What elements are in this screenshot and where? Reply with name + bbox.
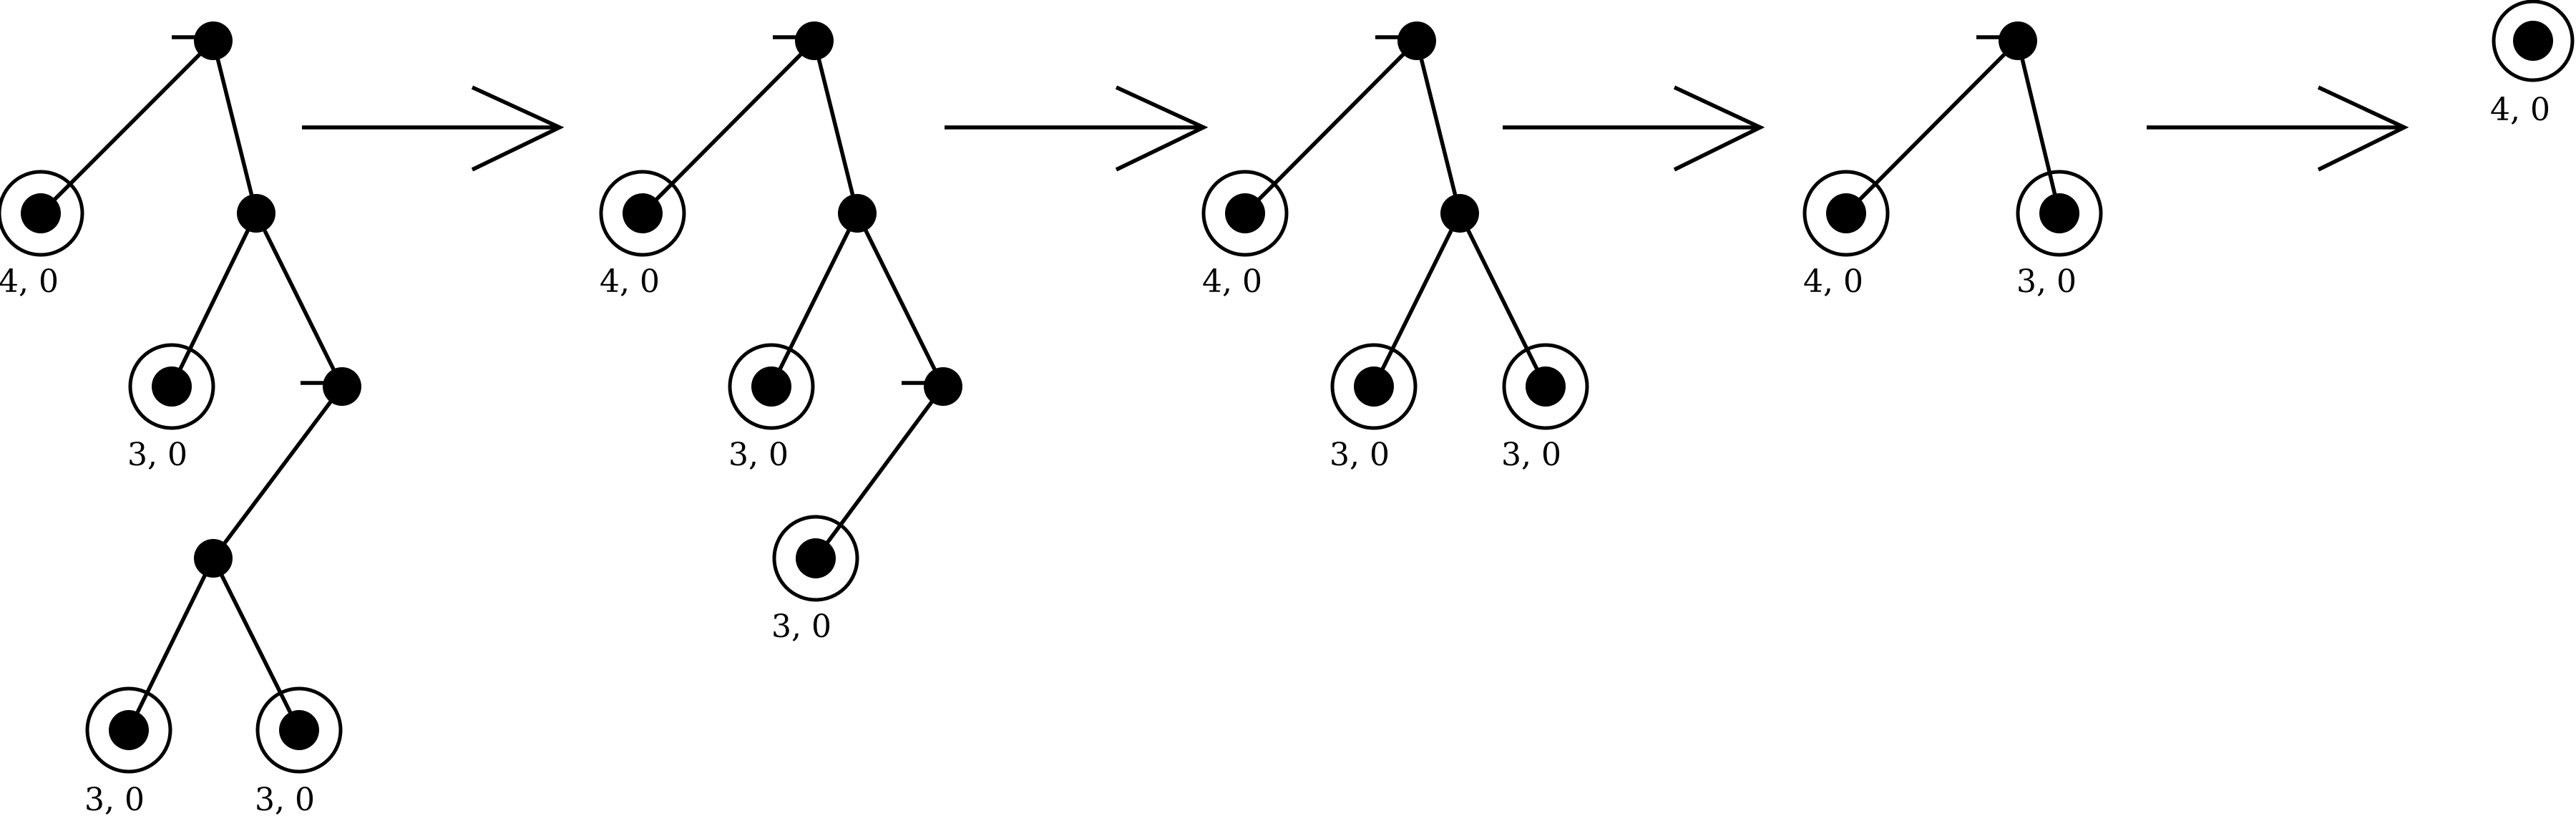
internal-node [323, 367, 361, 406]
payoff-label: 4, 0 [2490, 92, 2550, 128]
edge [855, 211, 945, 389]
payoff-label: 3, 0 [771, 608, 831, 645]
terminal-node [1225, 193, 1265, 233]
edge [1458, 211, 1548, 389]
terminal-node [152, 366, 192, 407]
terminal-node [1354, 366, 1394, 407]
terminal-ring [1802, 170, 1890, 257]
payoff-label: 3, 0 [84, 782, 145, 816]
payoff-label: 4, 0 [0, 263, 59, 300]
internal-node [194, 539, 233, 578]
payoff-label: 3, 0 [255, 782, 315, 816]
edge [127, 556, 215, 732]
edge [1243, 39, 1419, 215]
tree-1: 4, 0 3, 0 3, 0 3, 0 [0, 21, 361, 816]
terminal-ring [772, 515, 859, 602]
internal-node [237, 194, 275, 233]
payoff-label: 3, 0 [1501, 437, 1561, 473]
transition-arrow [945, 85, 1209, 172]
edge [769, 211, 859, 389]
terminal-ring [728, 343, 815, 430]
edge [814, 384, 945, 560]
edge [1844, 39, 2020, 215]
edge [211, 39, 258, 215]
payoff-label: 3, 0 [728, 437, 789, 473]
tree-3: 4, 0 3, 0 3, 0 [1201, 21, 1589, 473]
terminal-node [796, 538, 836, 578]
edge [254, 211, 344, 389]
edge [1372, 211, 1462, 389]
root-node [1999, 21, 2037, 60]
internal-node [1440, 194, 1479, 233]
edge [640, 39, 816, 215]
edge [170, 211, 258, 389]
terminal-ring [1201, 170, 1289, 257]
payoff-label: 3, 0 [1330, 437, 1390, 473]
terminal-node [2039, 193, 2079, 233]
payoff-label: 3, 0 [127, 437, 187, 473]
tree-2: 4, 0 3, 0 3, 0 [599, 21, 962, 645]
terminal-node [21, 193, 61, 233]
terminal-ring [128, 343, 215, 430]
payoff-label: 4, 0 [600, 263, 660, 300]
terminal-node [109, 710, 149, 750]
terminal-node [751, 366, 791, 407]
edge [211, 556, 301, 732]
root-node [795, 21, 834, 60]
terminal-node [2513, 21, 2553, 61]
terminal-node [279, 710, 319, 750]
payoff-label: 4, 0 [1803, 263, 1863, 300]
transition-arrow [2147, 85, 2409, 172]
root-node [1397, 21, 1436, 60]
tree-4: 4, 0 3, 0 [1802, 21, 2103, 300]
terminal-ring [85, 686, 172, 774]
internal-node [838, 194, 877, 233]
payoff-label: 4, 0 [1202, 263, 1262, 300]
edge [2016, 39, 2062, 215]
terminal-node [1526, 366, 1566, 407]
terminal-ring [1502, 343, 1589, 430]
internal-node [924, 367, 962, 406]
payoff-label: 3, 0 [2016, 263, 2077, 300]
terminal-ring [2016, 170, 2103, 257]
transition-arrow [1503, 85, 1765, 172]
root-node [194, 21, 233, 60]
terminal-ring [599, 170, 686, 257]
edge [1415, 39, 1462, 215]
terminal-node [623, 193, 663, 233]
edge [211, 384, 344, 560]
terminal-ring [2492, 0, 2575, 82]
edge [812, 39, 859, 215]
transition-arrow [302, 85, 565, 172]
terminal-ring [0, 170, 84, 257]
terminal-ring [255, 686, 343, 774]
terminal-node [1826, 193, 1866, 233]
tree-5: 4, 0 [2490, 0, 2575, 128]
edge [39, 39, 215, 215]
terminal-ring [1330, 343, 1418, 430]
